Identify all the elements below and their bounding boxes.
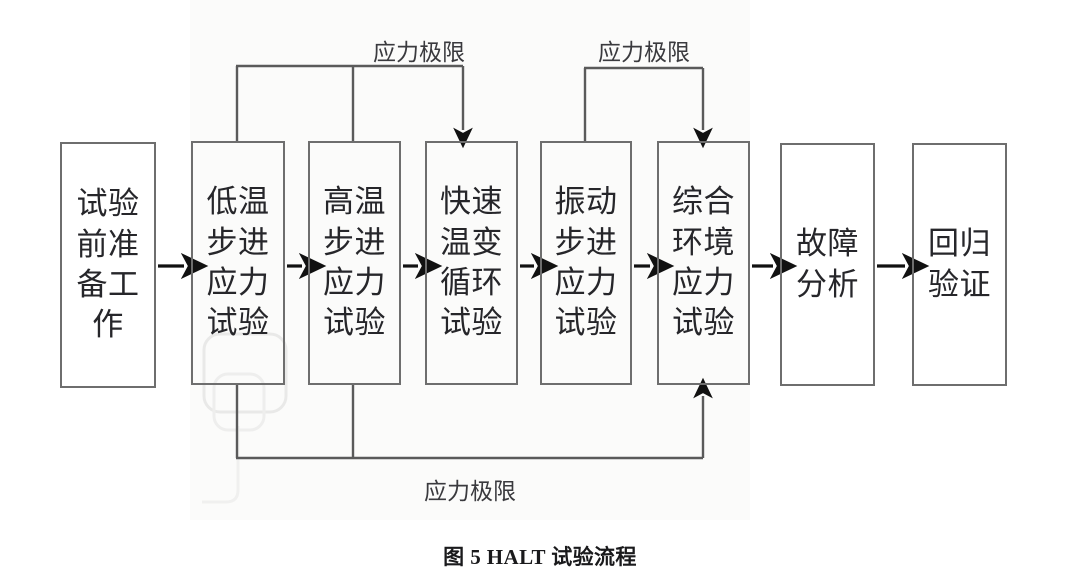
node-vibration-step-stress[interactable]: 振动 步进 应力 试验 xyxy=(540,141,632,385)
node-label-high-temperature-step-stress: 高温 步进 应力 试验 xyxy=(323,184,386,341)
figure-caption: 图 5 HALT 试验流程 xyxy=(443,545,637,569)
feedback-loop-top-right xyxy=(583,66,703,141)
node-label-combined-environment-stress: 综合 环境 应力 试验 xyxy=(672,184,735,341)
node-failure-analysis[interactable]: 故障 分析 xyxy=(780,143,875,386)
node-combined-environment-stress[interactable]: 综合 环境 应力 试验 xyxy=(657,141,750,385)
node-high-temperature-step-stress[interactable]: 高温 步进 应力 试验 xyxy=(308,141,401,385)
edge-label-stress-limit-top-left: 应力极限 xyxy=(373,40,465,65)
watermark-artifact xyxy=(202,332,288,504)
node-label-vibration-step-stress: 振动 步进 应力 试验 xyxy=(554,184,618,341)
node-label-test-preparation: 试验 前准 备工 作 xyxy=(76,186,140,343)
node-low-temperature-step-stress[interactable]: 低温 步进 应力 试验 xyxy=(191,141,285,385)
node-regression-verification[interactable]: 回归 验证 xyxy=(912,143,1007,386)
node-label-regression-verification: 回归 验证 xyxy=(928,226,991,302)
node-test-preparation[interactable]: 试验 前准 备工 作 xyxy=(60,142,156,388)
feedback-loop-bottom xyxy=(235,385,703,460)
node-label-failure-analysis: 故障 分析 xyxy=(796,226,859,302)
node-label-low-temperature-step-stress: 低温 步进 应力 试验 xyxy=(206,184,270,341)
node-rapid-thermal-cycling[interactable]: 快速 温变 循环 试验 xyxy=(425,141,518,385)
node-label-rapid-thermal-cycling: 快速 温变 循环 试验 xyxy=(440,184,503,341)
feedback-loop-top-left xyxy=(235,64,463,141)
edge-label-stress-limit-top-right: 应力极限 xyxy=(598,40,690,65)
edge-label-stress-limit-bottom: 应力极限 xyxy=(424,479,516,504)
